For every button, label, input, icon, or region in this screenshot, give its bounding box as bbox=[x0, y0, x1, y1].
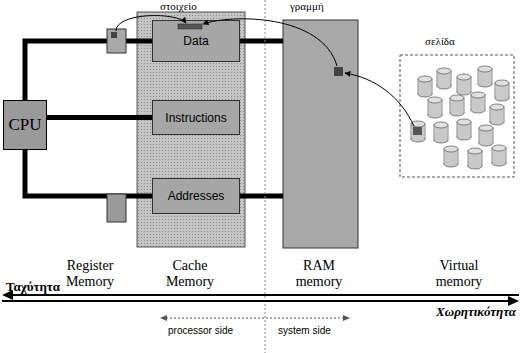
node-text: Data bbox=[183, 34, 208, 48]
node-text: Addresses bbox=[168, 189, 225, 203]
register-box bbox=[107, 194, 126, 222]
ram-cell bbox=[334, 67, 343, 76]
line-label: γραμμή bbox=[290, 0, 350, 12]
side-label: processor side bbox=[168, 325, 260, 336]
bus-connector bbox=[25, 150, 152, 196]
side-arrow bbox=[166, 318, 344, 319]
element-label: στοιχείο bbox=[160, 0, 220, 12]
level-label: Register Memory bbox=[58, 258, 122, 290]
node-text: Instructions bbox=[165, 111, 226, 125]
level-label: RAM memory bbox=[290, 258, 348, 290]
side-arrowhead bbox=[343, 315, 350, 321]
cache-instructions-box: Instructions bbox=[152, 100, 240, 135]
axis-label: Ταχύτητα bbox=[6, 279, 96, 295]
cache-data-box: Data bbox=[152, 20, 240, 62]
node-text: CPU bbox=[8, 115, 41, 135]
bus-connector bbox=[25, 41, 152, 100]
disk-cylinders bbox=[411, 66, 509, 169]
cache-addresses-box: Addresses bbox=[152, 178, 240, 214]
transfer-arrow bbox=[345, 73, 414, 126]
bus-connector bbox=[47, 115, 152, 120]
axis-label: Χωρητικότητα bbox=[392, 304, 516, 320]
speed-arrow bbox=[12, 294, 519, 296]
cache-housing bbox=[137, 12, 245, 247]
bus-line bbox=[240, 39, 283, 44]
page-label: σελίδα bbox=[425, 35, 485, 47]
register-box bbox=[107, 29, 126, 53]
level-label: Cache Memory bbox=[160, 258, 220, 290]
side-arrowhead bbox=[160, 315, 167, 321]
side-label: system side bbox=[278, 325, 358, 336]
register-cell bbox=[111, 32, 117, 38]
level-label: Virtual memory bbox=[428, 258, 490, 290]
virtual-area bbox=[400, 55, 514, 177]
ram-block bbox=[283, 20, 358, 248]
cpu-box: CPU bbox=[3, 100, 47, 150]
bus-line bbox=[240, 194, 283, 199]
capacity-arrow bbox=[2, 300, 509, 302]
